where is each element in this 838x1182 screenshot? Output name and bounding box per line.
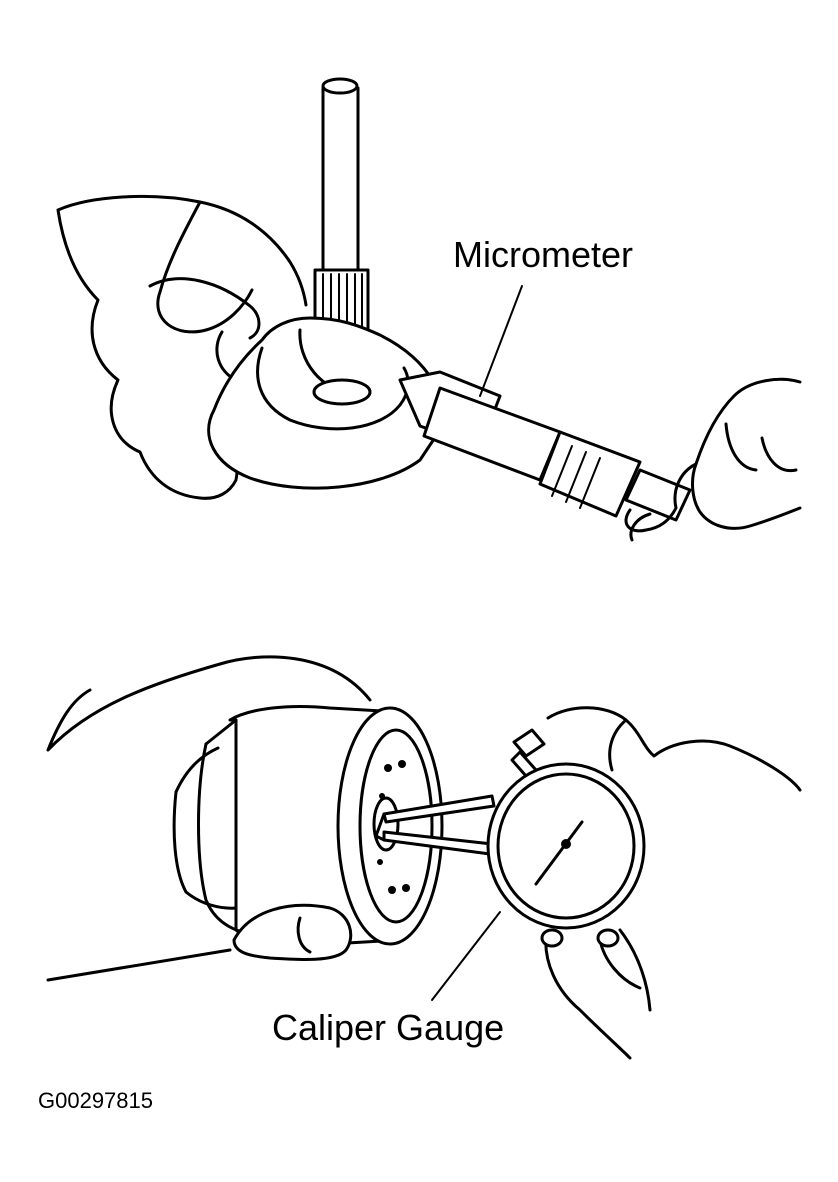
cylinder-part bbox=[174, 705, 444, 947]
left-hand-top bbox=[56, 194, 308, 500]
micrometer-scene: Micrometer bbox=[56, 77, 802, 542]
caliper-leader-line bbox=[431, 911, 501, 1001]
dial-needle bbox=[534, 820, 584, 886]
caliper-gauge-label: Caliper Gauge bbox=[272, 1007, 504, 1048]
micrometer-leader-line bbox=[479, 285, 523, 397]
left-thumb-top bbox=[148, 277, 261, 340]
micrometer-frame bbox=[207, 316, 442, 490]
micrometer-barrel bbox=[398, 370, 692, 522]
caliper-scene: Caliper Gauge bbox=[46, 655, 802, 1060]
right-hand-top bbox=[624, 377, 802, 542]
left-hand-bottom bbox=[46, 655, 372, 982]
micrometer-label: Micrometer bbox=[453, 234, 633, 275]
right-hand-bottom bbox=[544, 706, 802, 1060]
figure-code: G00297815 bbox=[38, 1088, 153, 1113]
caliper-dial bbox=[486, 728, 646, 930]
left-thumb-bottom bbox=[232, 903, 353, 962]
caliper-jaws bbox=[374, 794, 496, 856]
anvil bbox=[312, 378, 372, 406]
